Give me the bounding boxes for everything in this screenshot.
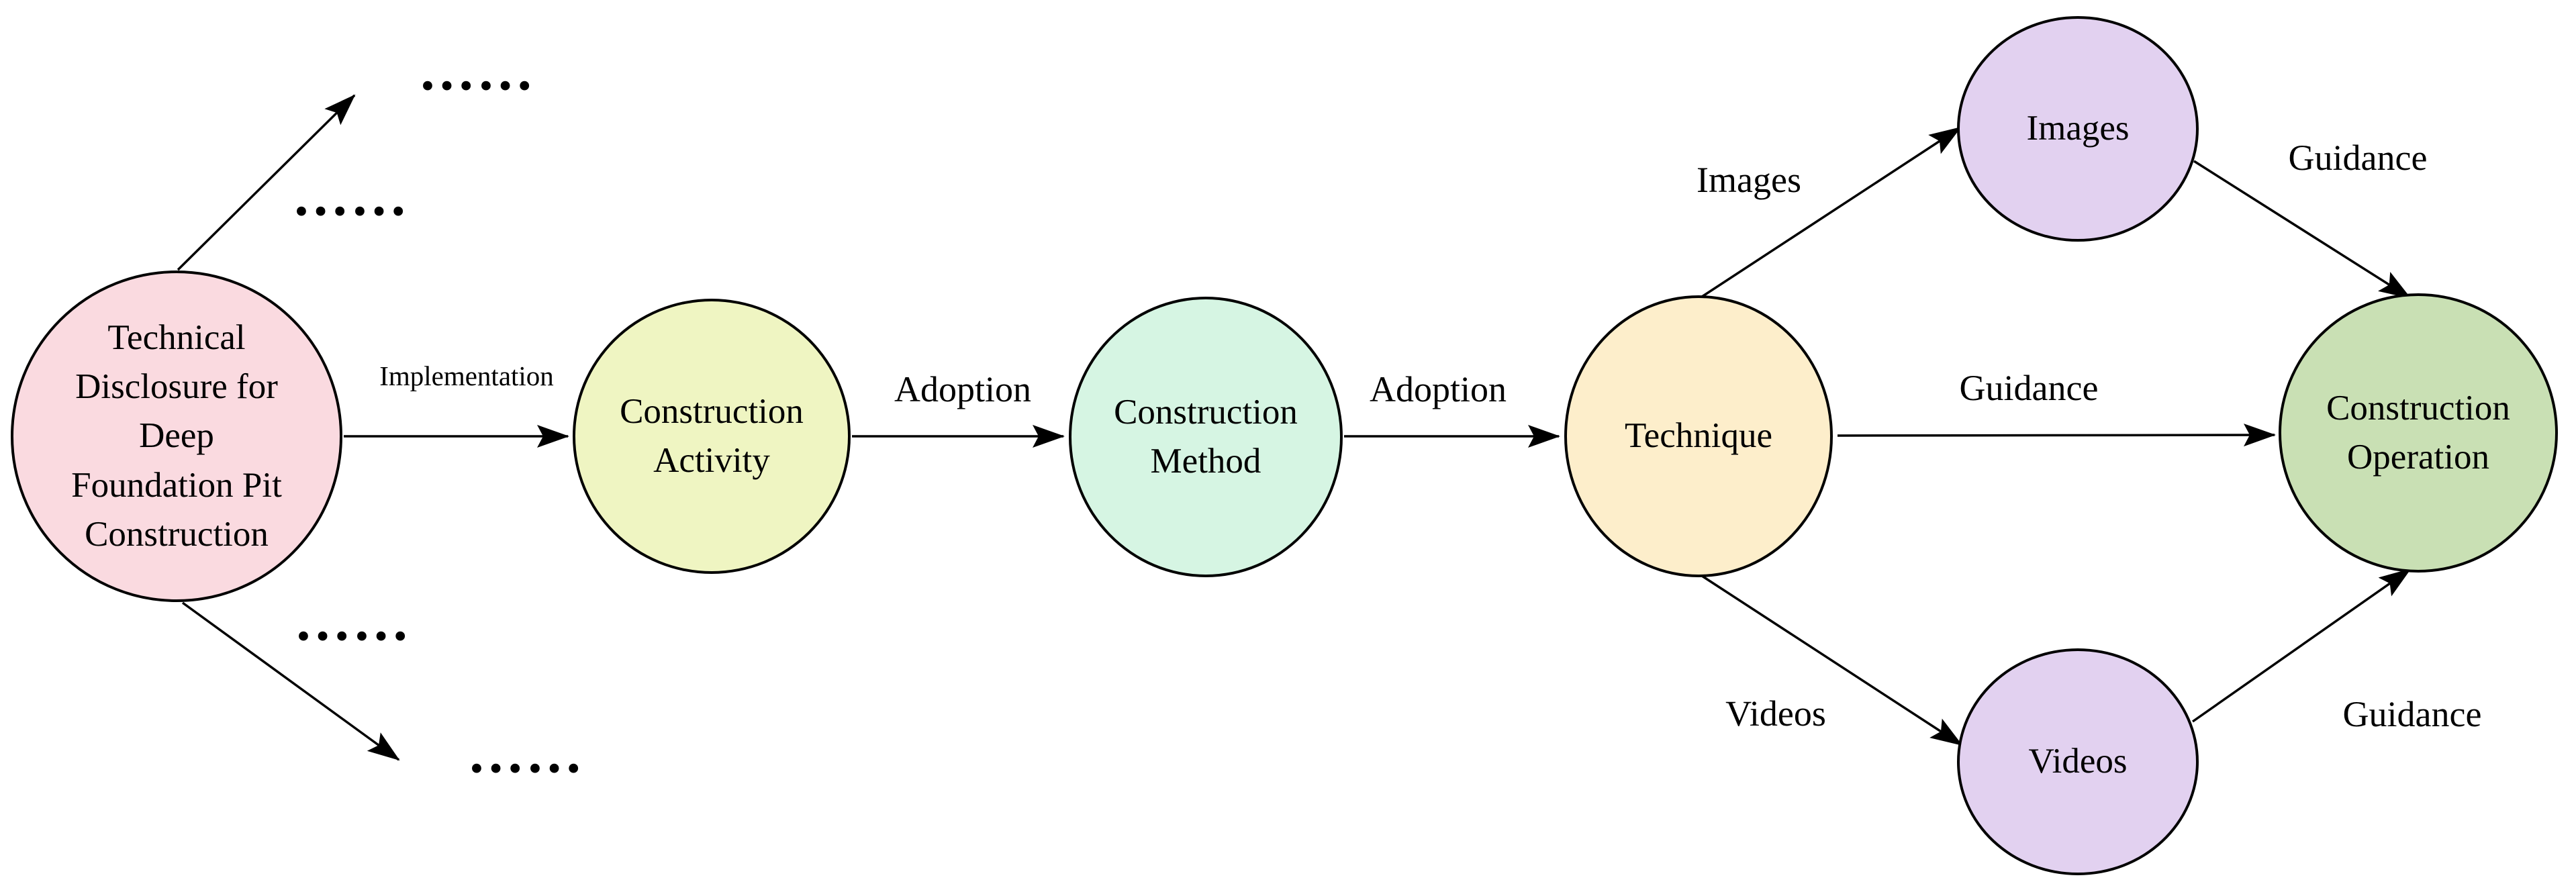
node-construction-method: Construction Method [1069, 297, 1343, 577]
edge-label-implementation: Implementation [379, 360, 554, 391]
node-images: Images [1957, 16, 2199, 242]
node-videos: Videos [1957, 648, 2199, 875]
ellipsis-top-right: …… [418, 39, 535, 103]
edge-label-videos: Videos [1725, 693, 1826, 734]
edge-technique-videos-line [1701, 575, 1963, 746]
ellipsis-bottom-right: …… [467, 722, 584, 785]
edge-label-guidance-top: Guidance [2288, 138, 2428, 178]
edge-label-adoption-1: Adoption [894, 369, 1032, 409]
edge-more-bottom-line [181, 601, 400, 761]
edge-label-images: Images [1697, 160, 1801, 200]
edge-label-adoption-2: Adoption [1369, 369, 1507, 409]
node-label-technical-disclosure: Technical Disclosure for Deep Foundation… [71, 318, 282, 554]
edge-guidance-top-line [2193, 160, 2412, 299]
ellipsis-top-left: …… [292, 164, 409, 228]
edge-more-top-line [177, 94, 356, 271]
edge-label-guidance-bottom: Guidance [2342, 694, 2482, 734]
node-label-technique: Technique [1625, 416, 1772, 456]
edge-label-guidance-mid: Guidance [1959, 368, 2099, 408]
node-technique: Technique [1564, 295, 1833, 577]
node-label-images: Images [2026, 109, 2130, 148]
edge-guidance-bottom-line [2191, 568, 2412, 723]
edge-guidance-mid-line [1837, 424, 2276, 447]
node-label-videos: Videos [2028, 742, 2128, 781]
node-technical-disclosure: Technical Disclosure for Deep Foundation… [11, 270, 342, 602]
edge-technique-images-line [1701, 126, 1962, 298]
node-construction-activity: Construction Activity [573, 299, 851, 574]
node-label-construction-method: Construction Method [1114, 392, 1298, 481]
node-label-construction-operation: Construction Operation [2326, 388, 2510, 477]
node-label-construction-activity: Construction Activity [620, 391, 804, 480]
node-construction-operation: Construction Operation [2279, 293, 2558, 573]
ellipsis-bottom-left: …… [294, 589, 411, 653]
